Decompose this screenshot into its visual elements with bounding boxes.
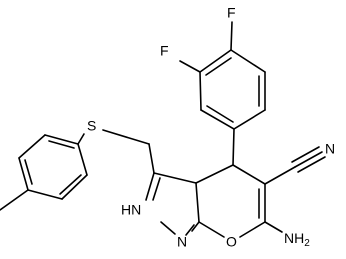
- difluorophenyl-ring: [199, 49, 266, 130]
- bond-methyl: [0, 189, 29, 211]
- bond-inner: [152, 177, 161, 201]
- fluorine-left-label: F: [160, 43, 169, 59]
- bond-inner: [24, 159, 33, 185]
- bond-ch2-s: [102, 129, 150, 145]
- bond-c-cn: [264, 166, 296, 185]
- bond: [44, 134, 79, 145]
- bond-s-aryl: [77, 133, 85, 145]
- nitrile-triple-2: [297, 156, 326, 173]
- bond: [195, 182, 200, 223]
- bond-ring-ch2: [148, 143, 155, 174]
- nitrile-nitrogen-label: N: [325, 141, 335, 157]
- bond: [191, 221, 200, 232]
- bond: [233, 109, 266, 130]
- pyrazole-ring: [145, 172, 200, 236]
- ring-o-label: O: [226, 234, 237, 250]
- bond: [160, 221, 176, 235]
- amino-subscript: 2: [304, 238, 310, 249]
- bond-inner: [206, 105, 234, 123]
- bond-c-nh2: [264, 221, 283, 233]
- bond: [239, 221, 266, 238]
- bond: [27, 189, 63, 200]
- bond: [199, 71, 202, 111]
- bond: [61, 174, 88, 200]
- bond-aryl-c4: [232, 128, 235, 166]
- bond-c-f-left: [179, 60, 201, 73]
- bond: [145, 172, 155, 201]
- amino-text: NH: [284, 230, 304, 246]
- fluorine-top-label: F: [227, 5, 236, 21]
- bond-inner: [59, 174, 82, 195]
- ring-n-label: N: [177, 234, 187, 250]
- bond: [77, 143, 88, 176]
- nitrile-triple-1: [294, 151, 323, 168]
- bond-inner: [48, 140, 75, 149]
- bond: [195, 164, 234, 184]
- bond: [18, 134, 46, 159]
- bond: [232, 164, 266, 185]
- bond: [18, 157, 29, 191]
- bond: [198, 221, 225, 238]
- ring-nh-label: HN: [121, 202, 141, 218]
- bond-c-f-top: [230, 21, 233, 51]
- nitrile-triple-3: [291, 146, 320, 163]
- bond: [200, 109, 235, 130]
- bond: [153, 172, 197, 184]
- pyran-ring: [195, 164, 266, 238]
- bond-inner: [185, 224, 195, 236]
- bond-inner: [205, 57, 232, 76]
- sulfur-label: S: [87, 118, 96, 134]
- amino-label: NH2: [284, 230, 310, 249]
- bond: [199, 49, 232, 73]
- bond: [230, 49, 266, 73]
- tolyl-ring: [18, 134, 88, 200]
